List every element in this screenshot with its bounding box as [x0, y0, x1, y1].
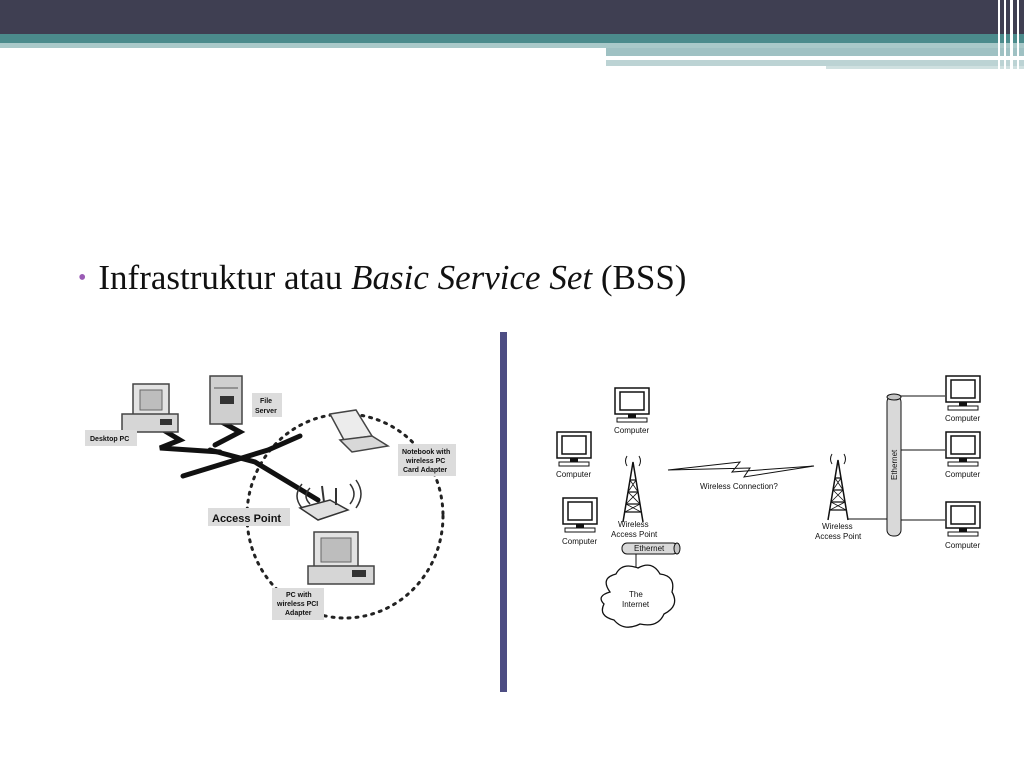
internet-cloud-icon [600, 564, 676, 628]
ethernet-label: Ethernet [634, 544, 665, 553]
notebook-icon [328, 409, 391, 453]
desktop-pc-icon [121, 383, 179, 433]
wireless-ap-label-1: Wireless [618, 520, 649, 529]
label-box [85, 430, 137, 446]
pc-pci-label-3: Adapter [285, 610, 312, 617]
header-accent-band [606, 48, 1024, 56]
wireless-ap-label-2: Access Point [815, 532, 862, 541]
header-light-band [0, 43, 1024, 48]
wireless-ap-label-1: Wireless [822, 522, 853, 531]
ethernet-pipe-vertical [886, 393, 902, 537]
wireless-connection-bolt [667, 461, 815, 478]
computer-label: Computer [945, 470, 980, 479]
bullet-dot: • [78, 265, 87, 291]
wireless-tower-icon [827, 453, 849, 521]
header-dark-bar [0, 0, 1024, 34]
computer-icon [562, 497, 598, 533]
label-box [252, 393, 282, 417]
computer-label: Computer [614, 426, 649, 435]
label-box [398, 444, 456, 476]
computer-label: Computer [945, 541, 980, 550]
pc-pci-label-1: PC with [286, 592, 312, 599]
label-box [208, 508, 290, 526]
diagram-divider [500, 332, 507, 692]
wireless-ap-label-2: Access Point [611, 530, 658, 539]
access-point-icon [296, 479, 362, 521]
label-box [272, 588, 324, 620]
wireless-tower-icon [622, 455, 644, 523]
ethernet-label-vertical: Ethernet [890, 449, 899, 480]
ethernet-pipe [621, 542, 681, 555]
left-network-diagram: Desktop PC File Server Notebook with wir… [85, 375, 456, 620]
header-vertical-stripes [994, 0, 1024, 70]
access-point-label: Access Point [212, 513, 281, 525]
right-network-diagram: Computer Computer Computer Wireless Acce… [556, 375, 981, 628]
computer-label: Computer [556, 470, 591, 479]
bullet-text-suffix: (BSS) [592, 258, 687, 297]
notebook-label-3: Card Adapter [403, 467, 447, 474]
network-cables [157, 417, 321, 503]
computer-icon [945, 375, 981, 411]
computer-icon [614, 387, 650, 423]
bullet-text-plain: Infrastruktur atau [98, 258, 352, 297]
internet-label-1: The [629, 590, 643, 599]
desktop-pc-label: Desktop PC [90, 436, 129, 443]
header-accent-band-3 [826, 66, 1024, 69]
bullet-point: • Infrastruktur atau Basic Service Set (B… [78, 258, 686, 298]
internet-label-2: Internet [622, 600, 650, 609]
notebook-label-1: Notebook with [402, 449, 450, 456]
computer-label: Computer [562, 537, 597, 546]
file-server-label-2: Server [255, 408, 277, 415]
computer-icon [945, 501, 981, 537]
notebook-label-2: wireless PC [405, 458, 445, 465]
pc-with-pci-icon [307, 531, 375, 585]
wireless-connection-label: Wireless Connection? [700, 482, 778, 491]
header-accent-band-2 [606, 60, 1024, 66]
file-server-label-1: File [260, 398, 272, 405]
computer-icon [556, 431, 592, 467]
computer-icon [945, 431, 981, 467]
pc-pci-label-2: wireless PCI [276, 601, 318, 608]
file-server-icon [209, 375, 243, 425]
computer-label: Computer [945, 414, 980, 423]
bullet-text-italic: Basic Service Set [351, 258, 593, 297]
header-teal-band [0, 34, 1024, 43]
